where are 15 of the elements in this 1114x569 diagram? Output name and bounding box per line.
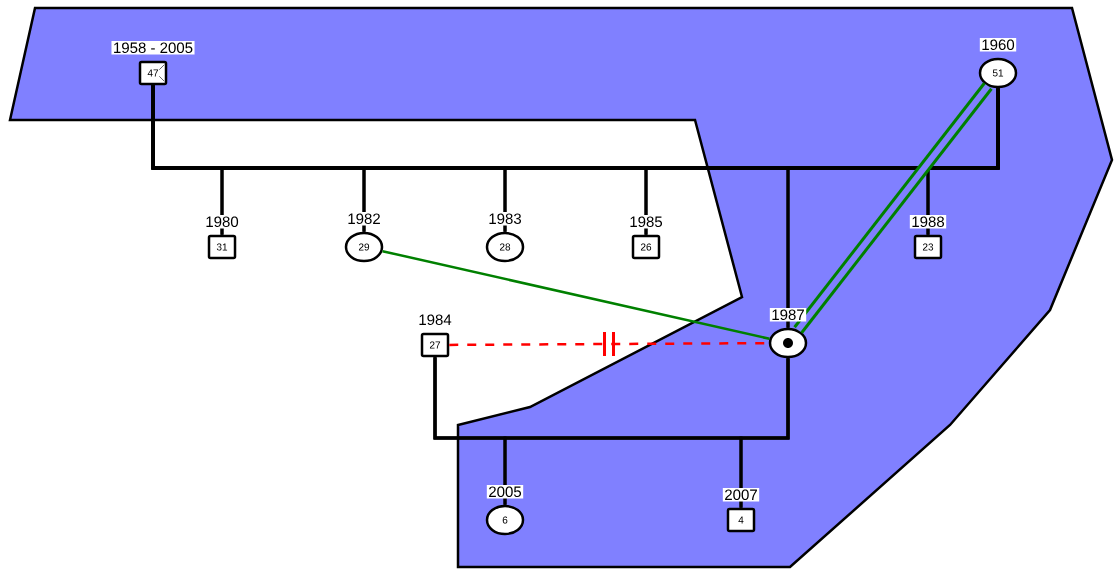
male-square: 27 [420, 332, 450, 358]
index-person-circle [768, 327, 808, 359]
male-square: 4 [726, 507, 756, 533]
year-label: 1984 [416, 312, 454, 327]
year-label: 1982 [345, 211, 383, 226]
relationship-line [382, 249, 770, 340]
male-square: 31 [207, 234, 237, 260]
year-label: 1980 [203, 214, 241, 229]
male-square: 47 [138, 60, 168, 86]
year-label: 1985 [627, 214, 665, 229]
child-line [926, 88, 1000, 235]
male-square: 23 [913, 234, 943, 260]
child-line [739, 358, 790, 508]
year-label: 1983 [486, 211, 524, 226]
male-square: 26 [631, 234, 661, 260]
